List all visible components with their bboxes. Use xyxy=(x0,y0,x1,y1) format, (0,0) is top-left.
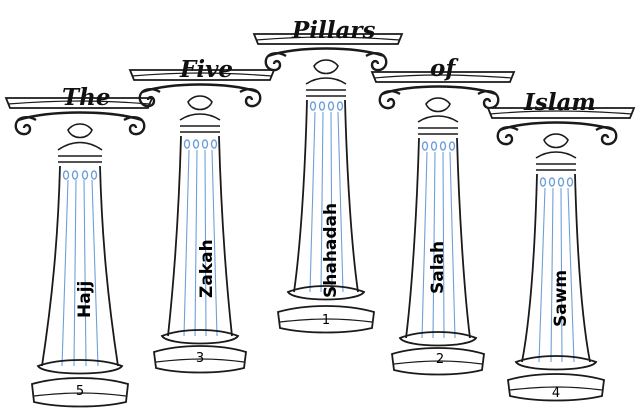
pillar-number-hajj: 5 xyxy=(76,384,84,399)
pillar-hajj xyxy=(4,97,154,408)
pillar-number-sawm: 4 xyxy=(552,386,560,401)
pillar-label-zakah: Zakah xyxy=(197,239,217,298)
pillar-label-salah: Salah xyxy=(428,241,448,294)
pillar-label-sawm: Sawm xyxy=(551,270,571,327)
title-word-the: The xyxy=(62,84,110,111)
pillar-label-shahadah: Shahadah xyxy=(321,203,341,298)
pillar-salah xyxy=(370,71,516,376)
title-word-pillars: Pillars xyxy=(291,17,376,44)
pillar-zakah xyxy=(128,69,276,374)
title-word-of: of xyxy=(430,55,459,82)
pillar-number-zakah: 3 xyxy=(196,351,204,366)
pillar-label-hajj: Hajj xyxy=(75,281,95,318)
title-word-five: Five xyxy=(179,56,233,83)
pillar-number-shahadah: 1 xyxy=(322,313,330,328)
pillar-number-salah: 2 xyxy=(436,352,444,367)
title-word-islam: Islam xyxy=(523,89,596,116)
pillar-shahadah xyxy=(252,33,404,334)
pillar-sawm xyxy=(486,107,636,402)
